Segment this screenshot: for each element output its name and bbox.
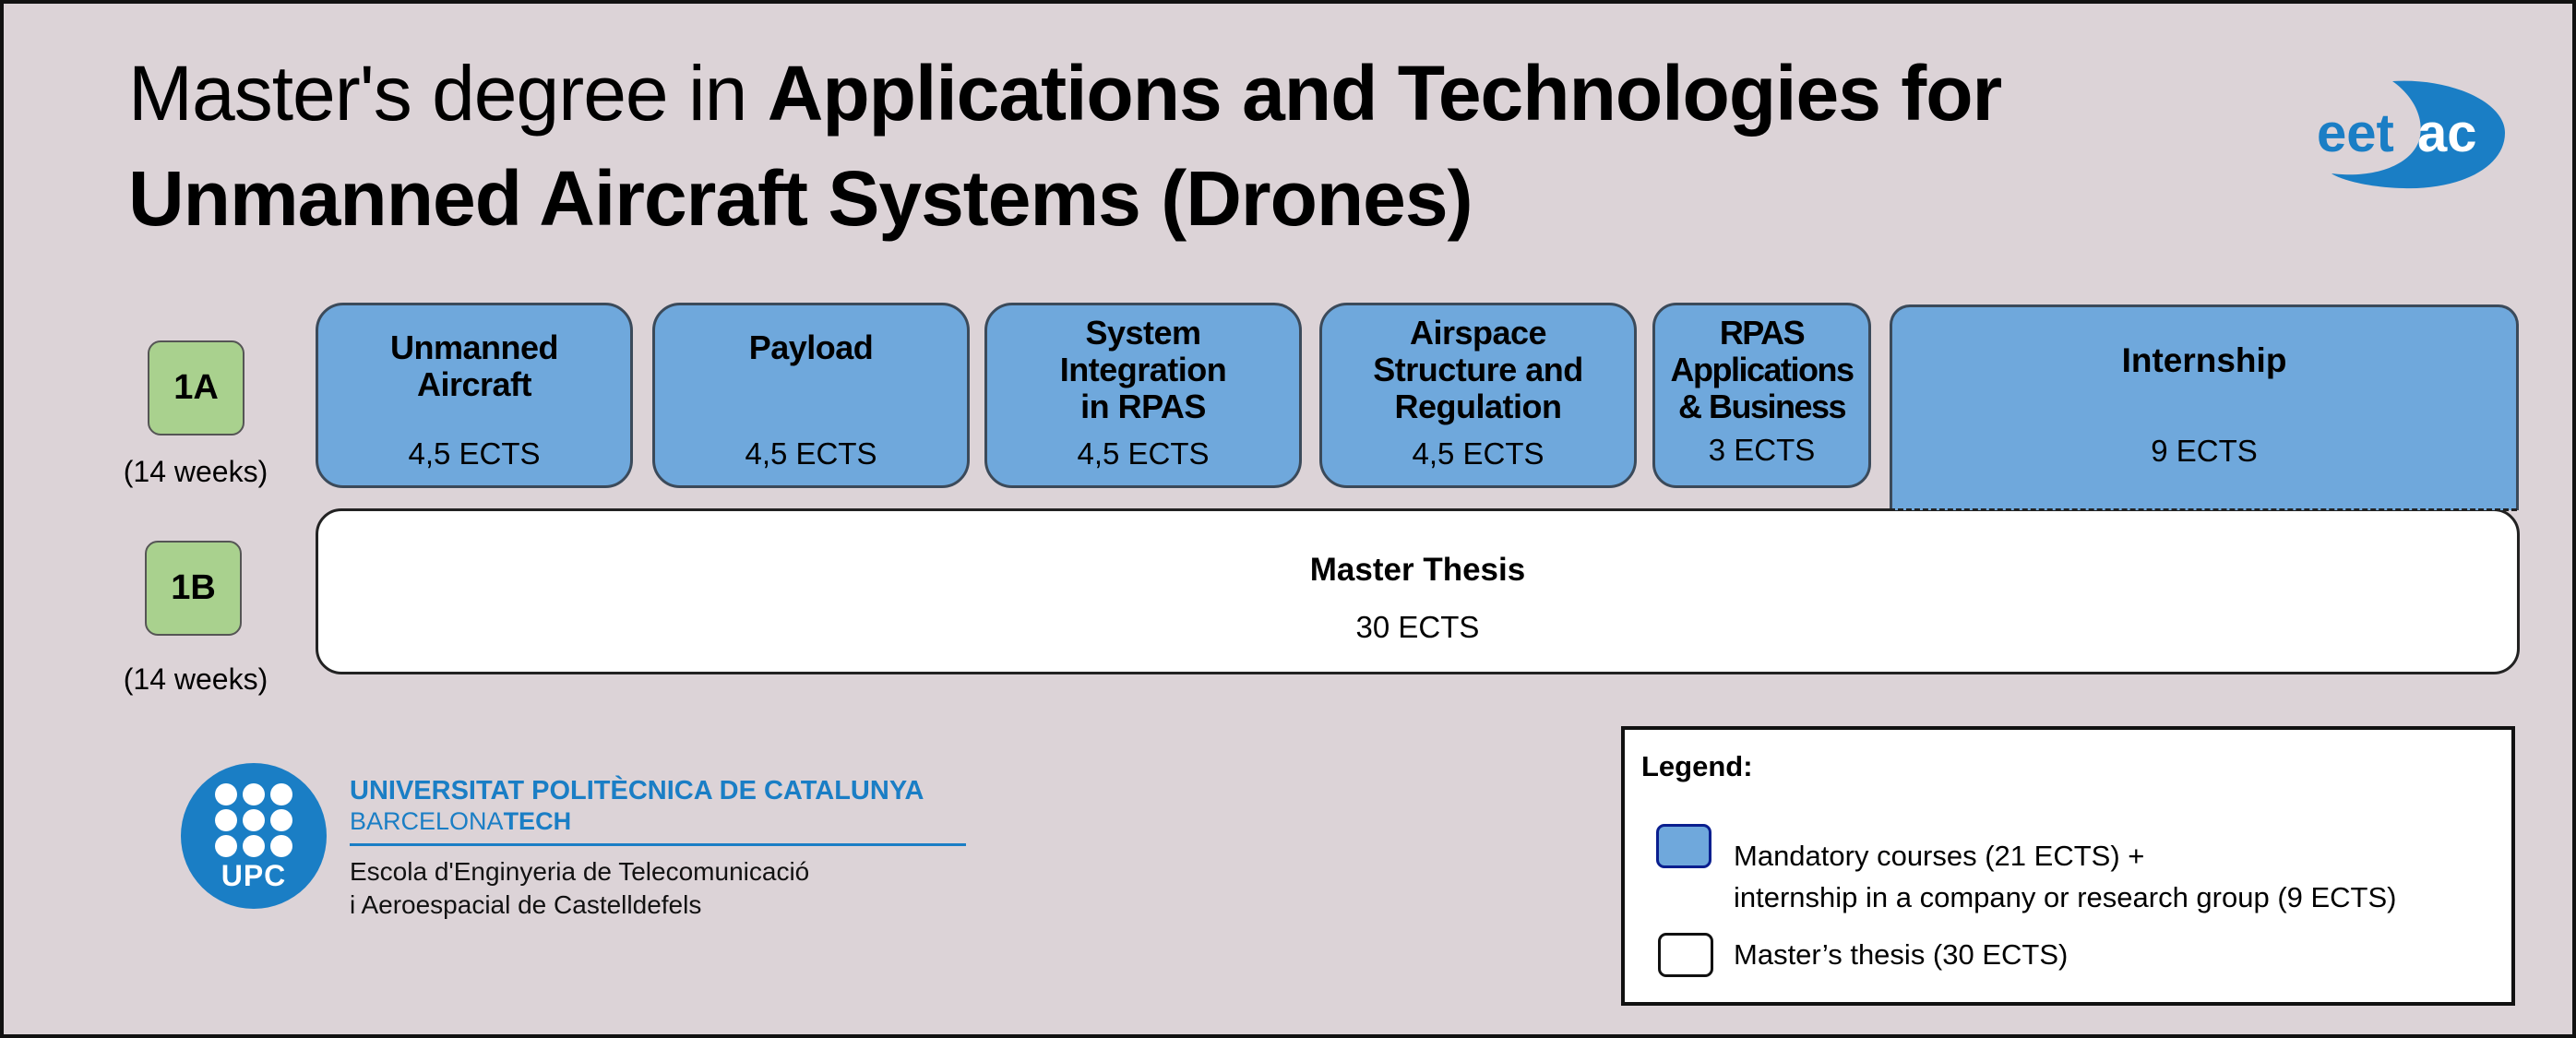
upc-dots-icon [215, 783, 292, 861]
upc-barcelonatech: BARCELONATECH [350, 806, 968, 836]
legend-box: Legend: Mandatory courses (21 ECTS) + in… [1621, 726, 2515, 1006]
semester-label: 1B [171, 568, 216, 607]
legend-swatch-thesis [1658, 933, 1713, 977]
legend-title: Legend: [1641, 750, 1753, 782]
school-name-line-2: i Aeroespacial de Castelldefels [350, 890, 702, 919]
course-unmanned-aircraft: Unmanned Aircraft 4,5 ECTS [316, 303, 633, 488]
legend-mandatory-line1: Mandatory courses (21 ECTS) + [1734, 840, 2145, 872]
semester-badge-1b: 1B [145, 541, 242, 636]
course-name: System Integration in RPAS [1059, 314, 1227, 425]
internship-thesis-dashed-divider [1890, 508, 2517, 511]
course-name: Unmanned Aircraft [389, 328, 559, 403]
thesis-name: Master Thesis [1309, 552, 1526, 588]
title-program-part2: Unmanned Aircraft Systems (Drones) [128, 155, 1473, 242]
school-name-line-1: Escola d'Enginyeria de Telecomunicació [350, 857, 810, 886]
course-name: Payload [748, 328, 874, 366]
title-prefix: Master's degree in [128, 50, 768, 137]
eetac-logo-swoosh [2332, 80, 2505, 189]
upc-university-name: UNIVERSITAT POLITÈCNICA DE CATALUNYA [350, 776, 924, 805]
title-line-1: Master's degree in Applications and Tech… [128, 41, 2158, 146]
eetac-logo-text-dark: eet [2317, 103, 2394, 163]
internship-block: Internship 9 ECTS [1890, 304, 2519, 510]
upc-tech: TECH [503, 807, 572, 835]
page-title: Master's degree in Applications and Tech… [128, 41, 2158, 251]
course-name: Airspace Structure and Regulation [1373, 314, 1583, 425]
course-ects: 3 ECTS [1708, 433, 1816, 467]
course-payload: Payload 4,5 ECTS [652, 303, 970, 488]
internship-name: Internship [2121, 341, 2287, 379]
course-ects: 4,5 ECTS [408, 436, 541, 471]
course-ects: 4,5 ECTS [1412, 436, 1544, 471]
upc-logo-mark: UPC [181, 763, 327, 909]
course-airspace-regulation: Airspace Structure and Regulation 4,5 EC… [1319, 303, 1637, 488]
semester-duration-1b: (14 weeks) [123, 662, 268, 696]
legend-swatch-mandatory [1656, 824, 1711, 868]
course-system-integration: System Integration in RPAS 4,5 ECTS [984, 303, 1302, 488]
legend-thesis-label: Master’s thesis (30 ECTS) [1734, 938, 2069, 971]
semester-label: 1A [173, 368, 219, 407]
course-ects: 4,5 ECTS [1077, 436, 1210, 471]
upc-barcelona: BARCELONA [350, 807, 504, 835]
eetac-logo-text-light: ac [2417, 103, 2477, 163]
legend-mandatory-line2: internship in a company or research grou… [1734, 881, 2397, 913]
course-rpas-applications: RPAS Applications & Business 3 ECTS [1652, 303, 1871, 488]
internship-ects: 9 ECTS [2151, 434, 2258, 468]
upc-logo-text: UNIVERSITAT POLITÈCNICA DE CATALUNYA BAR… [350, 775, 968, 922]
semester-duration-1a: (14 weeks) [123, 455, 268, 488]
course-ects: 4,5 ECTS [745, 436, 877, 471]
eetac-logo: eet ac [2317, 80, 2505, 189]
title-program-part1: Applications and Technologies for [767, 50, 2003, 137]
thesis-ects: 30 ECTS [1355, 610, 1480, 644]
course-name: RPAS Applications & Business [1670, 314, 1854, 425]
upc-divider [350, 843, 966, 846]
master-thesis-block: Master Thesis 30 ECTS [316, 508, 2520, 674]
upc-logo-letters: UPC [221, 859, 287, 892]
semester-badge-1a: 1A [148, 340, 244, 435]
